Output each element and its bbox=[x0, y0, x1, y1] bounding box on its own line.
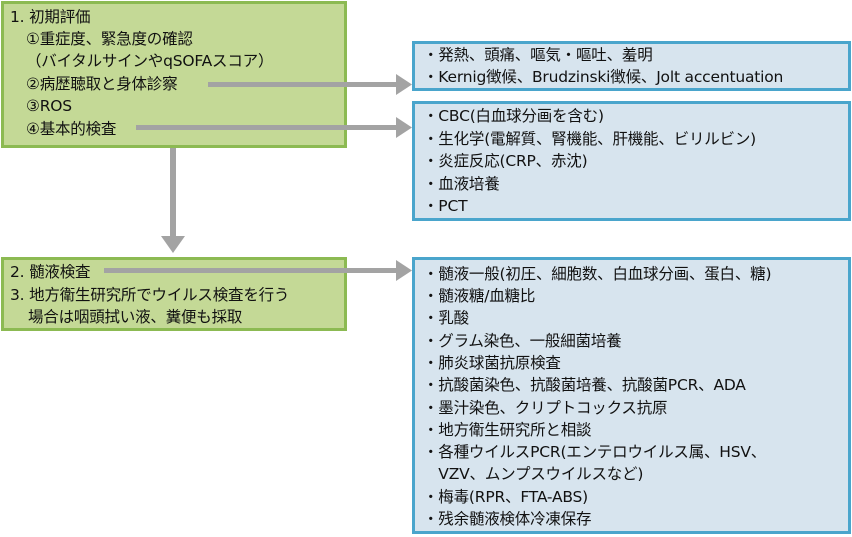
step1-item-ros: ③ROS bbox=[26, 97, 72, 115]
arrow-history-head bbox=[396, 74, 412, 95]
basic-tests-box: ・CBC(白血球分画を含む) ・生化学(電解質、腎機能、肝機能、ビリルビン) ・… bbox=[412, 101, 851, 221]
step1-item-history: ②病歴聴取と身体診察 bbox=[26, 75, 178, 93]
history-item: ・Kernig徴候、Brudzinski徴候、Jolt accentuation bbox=[423, 68, 784, 86]
csf-test-item: ・肺炎球菌抗原検査 bbox=[423, 354, 561, 372]
step2-line-sample: 場合は咽頭拭い液、糞便も採取 bbox=[28, 308, 243, 326]
csf-test-item: ・抗酸菌染色、抗酸菌培養、抗酸菌PCR、ADA bbox=[423, 376, 746, 394]
arrow-csf-head bbox=[396, 260, 412, 281]
step2-line-virus: 3. 地方衛生研究所でウイルス検査を行う bbox=[10, 286, 290, 304]
csf-test-item: ・梅毒(RPR、FTA-ABS) bbox=[423, 488, 589, 506]
csf-test-item: ・墨汁染色、クリプトコックス抗原 bbox=[423, 399, 668, 417]
arrow-history-shaft bbox=[208, 82, 396, 87]
step1-title: 1. 初期評価 bbox=[10, 8, 91, 26]
csf-tests-box: ・髄液一般(初圧、細胞数、白血球分画、蛋白、糖) ・髄液糖/血糖比 ・乳酸 ・グ… bbox=[412, 257, 851, 534]
csf-test-item: ・乳酸 bbox=[423, 309, 469, 327]
csf-test-item: VZV、ムンプスウイルスなど) bbox=[423, 465, 644, 483]
basic-test-item: ・炎症反応(CRP、赤沈) bbox=[423, 152, 588, 170]
step1-item-severity: ①重症度、緊急度の確認 bbox=[26, 30, 193, 48]
step1-initial-evaluation-box: 1. 初期評価 ①重症度、緊急度の確認 （バイタルサインやqSOFAスコア） ②… bbox=[1, 1, 347, 148]
arrow-csf-shaft bbox=[104, 268, 396, 273]
history-physical-findings-box: ・発熱、頭痛、嘔気・嘔吐、羞明 ・Kernig徴候、Brudzinski徴候、J… bbox=[412, 41, 851, 91]
history-item: ・発熱、頭痛、嘔気・嘔吐、羞明 bbox=[423, 46, 653, 64]
arrow-basic-tests-head bbox=[396, 117, 412, 138]
csf-test-item: ・髄液糖/血糖比 bbox=[423, 287, 536, 305]
step2-line-csf: 2. 髄液検査 bbox=[10, 263, 91, 281]
arrow-down-head bbox=[161, 236, 185, 253]
csf-test-item: ・地方衛生研究所と相談 bbox=[423, 421, 592, 439]
arrow-basic-tests-shaft bbox=[136, 125, 396, 130]
csf-test-item: ・グラム染色、一般細菌培養 bbox=[423, 332, 622, 350]
step1-item-basic-tests: ④基本的検査 bbox=[26, 120, 117, 138]
basic-test-item: ・PCT bbox=[423, 197, 468, 215]
basic-test-item: ・血液培養 bbox=[423, 175, 500, 193]
csf-test-item: ・残余髄液検体冷凍保存 bbox=[423, 510, 592, 528]
arrow-down-shaft bbox=[170, 148, 176, 238]
csf-test-item: ・各種ウイルスPCR(エンテロウイルス属、HSV、 bbox=[423, 443, 767, 461]
step1-item-vitals: （バイタルサインやqSOFAスコア） bbox=[26, 52, 274, 70]
csf-test-item: ・髄液一般(初圧、細胞数、白血球分画、蛋白、糖) bbox=[423, 265, 772, 283]
basic-test-item: ・生化学(電解質、腎機能、肝機能、ビリルビン) bbox=[423, 130, 756, 148]
basic-test-item: ・CBC(白血球分画を含む) bbox=[423, 107, 604, 125]
